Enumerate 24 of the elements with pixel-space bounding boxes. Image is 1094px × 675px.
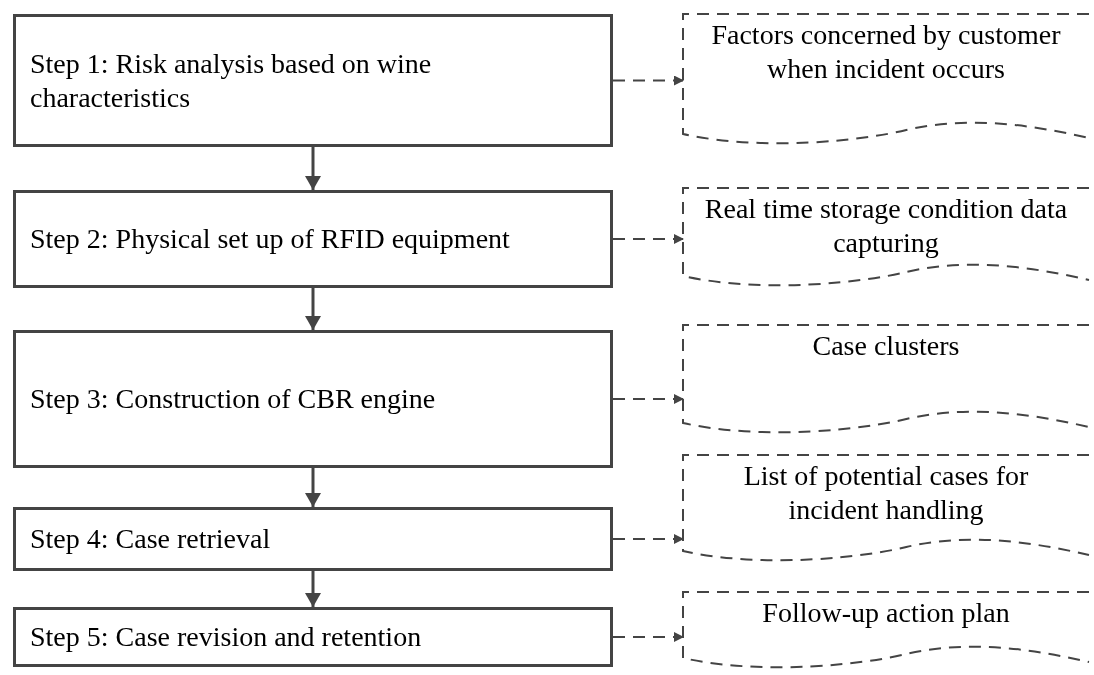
arrow <box>305 147 321 190</box>
process-box <box>13 507 613 571</box>
process-box <box>13 607 613 667</box>
output-text: Case clusters <box>812 329 960 363</box>
output-text: Real time storage condition data capturing <box>703 192 1069 260</box>
arrow <box>612 75 684 86</box>
step-text: Step 5: Case revision and retention <box>30 620 422 654</box>
arrow <box>612 234 684 244</box>
arrow <box>305 468 321 507</box>
process-box <box>13 14 613 147</box>
arrow <box>612 632 684 642</box>
output-text: Follow-up action plan <box>762 596 1010 630</box>
process-box <box>13 330 613 468</box>
process-box <box>13 190 613 288</box>
arrow <box>305 571 321 607</box>
step-text: Step 2: Physical set up of RFID equipment <box>30 222 510 256</box>
arrow <box>612 394 684 404</box>
output-text: Factors concerned by customer when incident occurs <box>710 18 1062 86</box>
step-text: Step 4: Case retrieval <box>30 522 271 556</box>
step-text: Step 3: Construction of CBR engine <box>30 382 436 416</box>
output-text: List of potential cases for incident handling <box>742 459 1030 527</box>
step-text: Step 1: Risk analysis based on wine characteristics <box>30 46 433 115</box>
arrow <box>305 288 321 330</box>
arrow <box>612 534 684 544</box>
